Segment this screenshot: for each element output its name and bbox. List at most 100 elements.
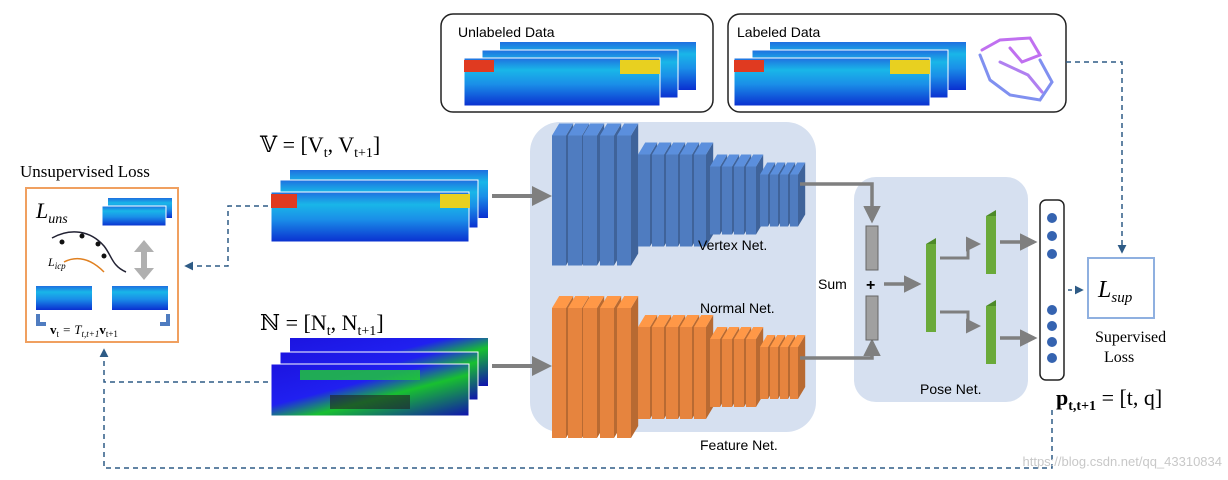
supervised-loss-box bbox=[1087, 257, 1155, 319]
normal-net-label: Normal Net. bbox=[700, 300, 775, 316]
supervised-loss-label-1: Supervised bbox=[1095, 329, 1166, 346]
encoder-layer-top bbox=[760, 335, 776, 347]
l-icp-symbol: Licp bbox=[47, 255, 66, 271]
encoder-layer bbox=[770, 174, 778, 227]
encoder-layer-top bbox=[568, 296, 590, 308]
unsupervised-loss-title: Unsupervised Loss bbox=[20, 162, 150, 181]
pose-net-label: Pose Net. bbox=[920, 381, 981, 397]
encoder-layer-top bbox=[780, 335, 796, 347]
output-vector bbox=[1039, 199, 1065, 381]
labeled-depth-stack bbox=[733, 42, 966, 107]
plus-icon: + bbox=[866, 277, 875, 294]
encoder-layer bbox=[652, 154, 664, 247]
encoder-layer bbox=[617, 135, 631, 266]
encoder-layer bbox=[780, 347, 788, 399]
encoder-layer-top bbox=[638, 315, 658, 327]
encoder-layer-top bbox=[600, 123, 622, 136]
encoder-layer-top bbox=[734, 154, 752, 167]
encoder-layer-top bbox=[666, 142, 686, 155]
sum-features bbox=[865, 225, 879, 341]
encoder-layer bbox=[552, 308, 566, 438]
encoder-layer-side bbox=[631, 123, 639, 266]
sum-label: Sum bbox=[818, 276, 847, 292]
encoder-layer-top bbox=[770, 162, 786, 175]
normal-input-label: ℕ = [Nt, Nt+1] bbox=[260, 310, 384, 339]
encoder-layer bbox=[760, 347, 768, 399]
encoder-layer-top bbox=[734, 327, 752, 339]
pose-net-layers bbox=[926, 210, 996, 364]
encoder-layer-side bbox=[798, 162, 806, 227]
watermark: https://blog.csdn.net/qq_43310834 bbox=[1023, 454, 1223, 469]
encoder-layer-top bbox=[652, 142, 672, 155]
encoder-layer bbox=[780, 174, 788, 227]
unlabeled-data-box: Unlabeled Data bbox=[440, 13, 714, 113]
encoder-layer bbox=[617, 308, 631, 438]
l-sup-symbol: Lsup bbox=[1097, 277, 1133, 306]
encoder-layer bbox=[652, 327, 664, 419]
compare-icon bbox=[134, 240, 154, 280]
encoder-layer bbox=[790, 347, 798, 399]
supervised-loss-label-2: Loss bbox=[1104, 349, 1134, 366]
vertex-to-unsup-dashed-link bbox=[184, 205, 268, 271]
encoder-layer bbox=[638, 327, 650, 419]
trajectory-plot bbox=[978, 36, 1054, 102]
encoder-layer-top bbox=[617, 296, 639, 308]
transform-equation: vt = Tt,t+1vt+1 bbox=[50, 322, 118, 339]
feature-net-label: Feature Net. bbox=[700, 437, 778, 453]
encoder-layer bbox=[568, 135, 582, 266]
vertex-input-images bbox=[270, 170, 488, 243]
encoder-layer bbox=[638, 154, 650, 247]
encoder-layer-top bbox=[583, 296, 605, 308]
encoder-layer bbox=[666, 154, 678, 247]
encoder-layer-top bbox=[652, 315, 672, 327]
pose-panel bbox=[854, 177, 1028, 402]
unsupervised-loss-box: Luns Licp vt = Tt,t+1vt+1 bbox=[25, 187, 179, 343]
encoder-layer-side bbox=[798, 335, 806, 399]
encoder-layer bbox=[568, 308, 582, 438]
encoder-layer-top bbox=[770, 335, 786, 347]
encoder-layer bbox=[710, 166, 720, 235]
encoder-layer-top bbox=[694, 142, 714, 155]
encoder-layer-top bbox=[680, 142, 700, 155]
vertex-net-layers bbox=[552, 123, 806, 266]
feature-net-layers bbox=[552, 296, 806, 438]
labeled-data-label: Labeled Data bbox=[737, 24, 821, 40]
encoder-layer-top bbox=[568, 123, 590, 136]
encoder-layer bbox=[710, 339, 720, 407]
vertex-to-sum-arrow bbox=[800, 182, 881, 224]
unlabeled-depth-stack bbox=[463, 42, 696, 107]
l-uns-symbol: Luns bbox=[35, 198, 68, 227]
encoder-layer bbox=[600, 135, 614, 266]
encoder-layer-top bbox=[710, 154, 728, 167]
encoder-layer bbox=[680, 327, 692, 419]
encoder-layer bbox=[790, 174, 798, 227]
labeled-to-sup-dashed-link bbox=[1066, 61, 1127, 254]
encoder-layer-top bbox=[746, 154, 764, 167]
encoder-layer bbox=[583, 135, 597, 266]
encoder-layer-top bbox=[680, 315, 700, 327]
encoder-layer-top bbox=[722, 327, 740, 339]
encoder-layer bbox=[722, 339, 732, 407]
pose-output-label: pt,t+1 = [t, q] bbox=[1056, 385, 1162, 414]
encoder-layer-top bbox=[583, 123, 605, 136]
encoder-layer bbox=[552, 135, 566, 266]
encoder-layer-top bbox=[710, 327, 728, 339]
encoder-layer-top bbox=[666, 315, 686, 327]
vertex-net-label: Vertex Net. bbox=[698, 237, 767, 253]
encoder-layer-top bbox=[722, 154, 740, 167]
encoder-layer-top bbox=[780, 162, 796, 175]
encoder-layer-top bbox=[638, 142, 658, 155]
feature-to-sum-arrow bbox=[800, 338, 881, 360]
encoder-layer-side bbox=[631, 296, 639, 438]
vertex-input-label: 𝕍 = [Vt, Vt+1] bbox=[259, 132, 380, 161]
pose-branch-arrow-bottom bbox=[940, 310, 981, 334]
encoder-layer bbox=[734, 166, 744, 235]
encoder-layer bbox=[746, 166, 756, 235]
encoder-layer bbox=[666, 327, 678, 419]
encoder-layer-top bbox=[790, 335, 806, 347]
encoder-layer bbox=[760, 174, 768, 227]
encoder-layer bbox=[694, 154, 706, 247]
pose-to-unsup-dashed-link bbox=[103, 386, 1053, 469]
labeled-data-box: Labeled Data bbox=[727, 13, 1067, 113]
encoder-layer bbox=[600, 308, 614, 438]
